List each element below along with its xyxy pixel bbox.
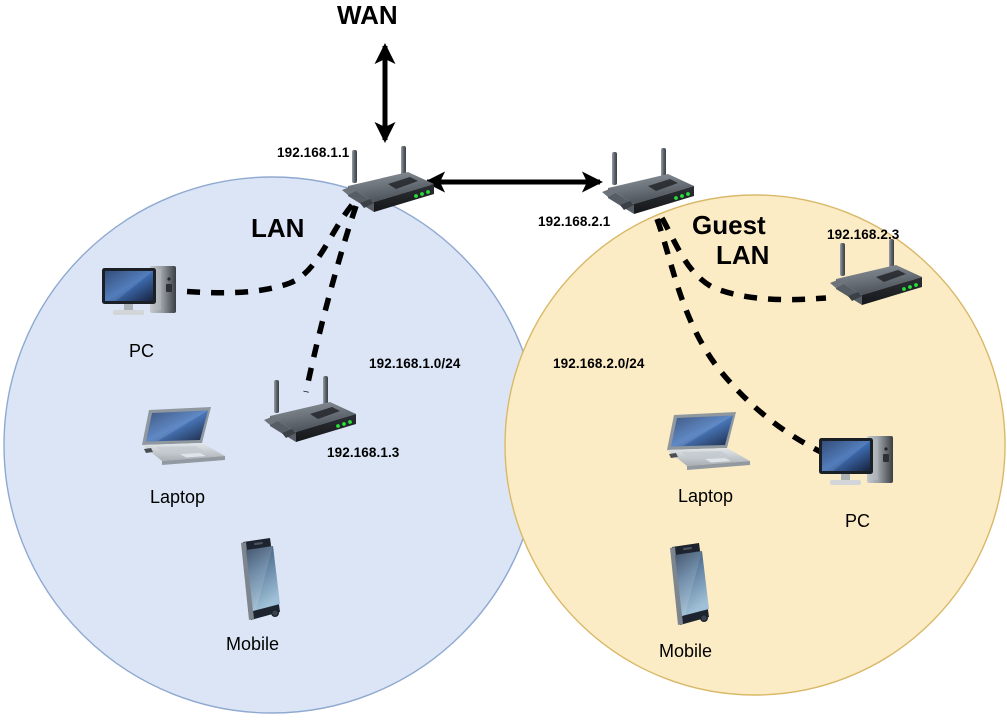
wireless-router-icon bbox=[264, 376, 356, 442]
device-mobile-guest[interactable] bbox=[665, 543, 717, 629]
link-router-main-to-pc-lan bbox=[177, 203, 355, 296]
device-router-guest-ap[interactable] bbox=[818, 239, 928, 318]
label-subnet-lan: 192.168.1.0/24 bbox=[369, 356, 461, 371]
wireless-router-icon bbox=[830, 239, 922, 305]
laptop-icon bbox=[667, 412, 750, 470]
label-pc-guest: PC bbox=[845, 511, 871, 531]
device-router-guest[interactable] bbox=[590, 148, 700, 227]
link-router-guest-to-router-guest-ap bbox=[659, 216, 827, 303]
label-zone-guest-lan-line1: Guest bbox=[692, 210, 766, 240]
device-pc-lan[interactable] bbox=[100, 258, 192, 328]
label-mobile-guest: Mobile bbox=[659, 641, 713, 661]
label-mobile-lan: Mobile bbox=[226, 634, 280, 654]
desktop-pc-icon bbox=[102, 266, 176, 315]
label-wan: WAN bbox=[337, 0, 398, 30]
label-zone-lan: LAN bbox=[251, 213, 305, 243]
device-mobile-lan[interactable] bbox=[236, 538, 288, 624]
link-router-guest-to-pc-guest bbox=[654, 218, 829, 458]
label-zone-guest-lan-line2: LAN bbox=[716, 240, 770, 270]
laptop-icon bbox=[142, 407, 225, 465]
device-laptop-lan[interactable] bbox=[138, 405, 230, 471]
device-router-main[interactable] bbox=[330, 146, 440, 225]
device-pc-guest[interactable] bbox=[817, 428, 909, 498]
device-router-lan-ap[interactable] bbox=[252, 376, 362, 455]
wireless-router-icon bbox=[602, 148, 694, 214]
smartphone-icon bbox=[241, 538, 280, 620]
label-ip-router-main: 192.168.1.1 bbox=[277, 145, 350, 160]
label-ip-router-lan-ap: 192.168.1.3 bbox=[327, 445, 400, 460]
device-laptop-guest[interactable] bbox=[663, 410, 755, 476]
label-laptop-guest: Laptop bbox=[678, 486, 734, 506]
desktop-pc-icon bbox=[819, 436, 893, 485]
zone-circle-guest-lan bbox=[504, 194, 1006, 696]
label-subnet-guest-lan: 192.168.2.0/24 bbox=[553, 356, 645, 371]
label-pc-lan: PC bbox=[129, 341, 155, 361]
label-laptop-lan: Laptop bbox=[150, 487, 206, 507]
smartphone-icon bbox=[670, 543, 709, 625]
wireless-router-icon bbox=[342, 146, 434, 212]
label-ip-router-guest: 192.168.2.1 bbox=[538, 214, 611, 229]
label-ip-router-guest-ap: 192.168.2.3 bbox=[827, 227, 900, 242]
